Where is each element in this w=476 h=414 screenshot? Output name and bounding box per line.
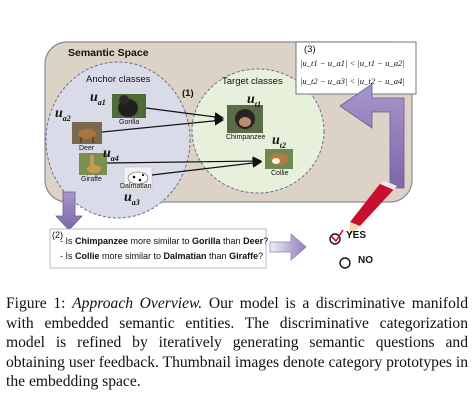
vector-label-ua3: ua3 (124, 190, 140, 207)
arrow-dalmatian-collie (151, 158, 263, 176)
dalmatian-thumbnail (123, 166, 153, 190)
caption-title: Approach Overview. (72, 295, 203, 312)
question-anchor-b: Deer (243, 236, 264, 246)
question-text: - Is (60, 236, 75, 246)
deer-label: Deer (79, 145, 95, 152)
yes-label: YES (346, 230, 367, 241)
vector-subscript: a4 (110, 153, 119, 163)
pen-icon (348, 180, 397, 237)
gorilla-label: Gorilla (119, 119, 140, 126)
question-anchor-a: Gorilla (192, 236, 221, 246)
constraints-box (295, 41, 417, 95)
anchor-classes-ellipse (45, 61, 191, 219)
vector-symbol: u (103, 146, 111, 161)
giraffe-thumbnail (79, 153, 107, 175)
vector-symbol: u (247, 92, 255, 107)
vector-symbol: u (55, 106, 63, 121)
question-anchor-a: Dalmatian (163, 251, 207, 261)
chimpanzee-label: Chimpanzee (226, 134, 266, 141)
deer-thumbnail (72, 122, 102, 144)
vector-label-ua2: ua2 (55, 106, 71, 123)
step3-label: (3) (304, 44, 316, 55)
question-target: Chimpanzee (75, 236, 129, 246)
gorilla-thumbnail (112, 94, 146, 118)
vector-label-ua4: ua4 (103, 146, 119, 163)
question-anchor-b: Giraffe (229, 251, 259, 261)
caption-label: Figure 1: (6, 295, 66, 312)
arrow-giraffe-collie (106, 156, 263, 166)
approach-diagram (44, 41, 417, 269)
step2-label: (2) (52, 230, 63, 240)
vector-subscript: t1 (254, 99, 262, 109)
giraffe-label: Giraffe (81, 176, 102, 183)
collie-label: Collie (271, 170, 289, 177)
vector-label-ut2: ut2 (272, 133, 286, 150)
question-arrow (55, 191, 83, 231)
arrow-deer-chimpanzee (101, 116, 225, 133)
vector-subscript: a2 (62, 113, 71, 123)
no-label: NO (358, 255, 373, 266)
questions-box (49, 228, 267, 269)
yes-check-mark (330, 229, 344, 243)
vector-symbol: u (272, 133, 280, 148)
collie-thumbnail (265, 149, 293, 169)
question-text: than (220, 236, 244, 246)
constraint-line-1: |u_t1 − u_a1| < |u_t1 − u_a2| (300, 58, 405, 68)
answer-arrow (269, 233, 307, 261)
question-text: ? (258, 251, 264, 261)
arrow-gorilla-chimpanzee (145, 107, 225, 122)
no-radio[interactable] (339, 257, 351, 269)
step1-label: (1) (182, 88, 194, 99)
target-classes-title: Target classes (222, 76, 283, 87)
chimpanzee-thumbnail (227, 105, 263, 133)
vector-symbol: u (124, 190, 132, 205)
question-text: more similar to (128, 236, 193, 246)
feedback-arrow (339, 83, 405, 189)
question-text: - Is (60, 251, 75, 261)
constraint-line-2: |u_t2 − u_a3| < |u_t2 − u_a4| (300, 76, 405, 86)
semantic-space-title: Semantic Space (68, 47, 149, 59)
vector-subscript: a1 (97, 97, 106, 107)
question-target: Collie (75, 251, 100, 261)
question-text: than (206, 251, 230, 261)
question-text: ? (263, 236, 269, 246)
anchor-classes-title: Anchor classes (86, 74, 151, 85)
question-2: - Is Collie more similar to Dalmatian th… (60, 251, 263, 261)
figure-caption: Figure 1: Approach Overview. Our model i… (6, 294, 468, 392)
caption-text: Our model is a discriminative manifold w… (6, 295, 469, 391)
vector-label-ua1: ua1 (90, 90, 106, 107)
question-1: - Is Chimpanzee more similar to Gorilla … (60, 236, 268, 246)
vector-symbol: u (90, 90, 98, 105)
dalmatian-label: Dalmatian (120, 183, 152, 190)
vector-subscript: a3 (131, 197, 140, 207)
question-text: more similar to (99, 251, 164, 261)
vector-label-ut1: ut1 (247, 92, 261, 109)
vector-subscript: t2 (279, 140, 287, 150)
